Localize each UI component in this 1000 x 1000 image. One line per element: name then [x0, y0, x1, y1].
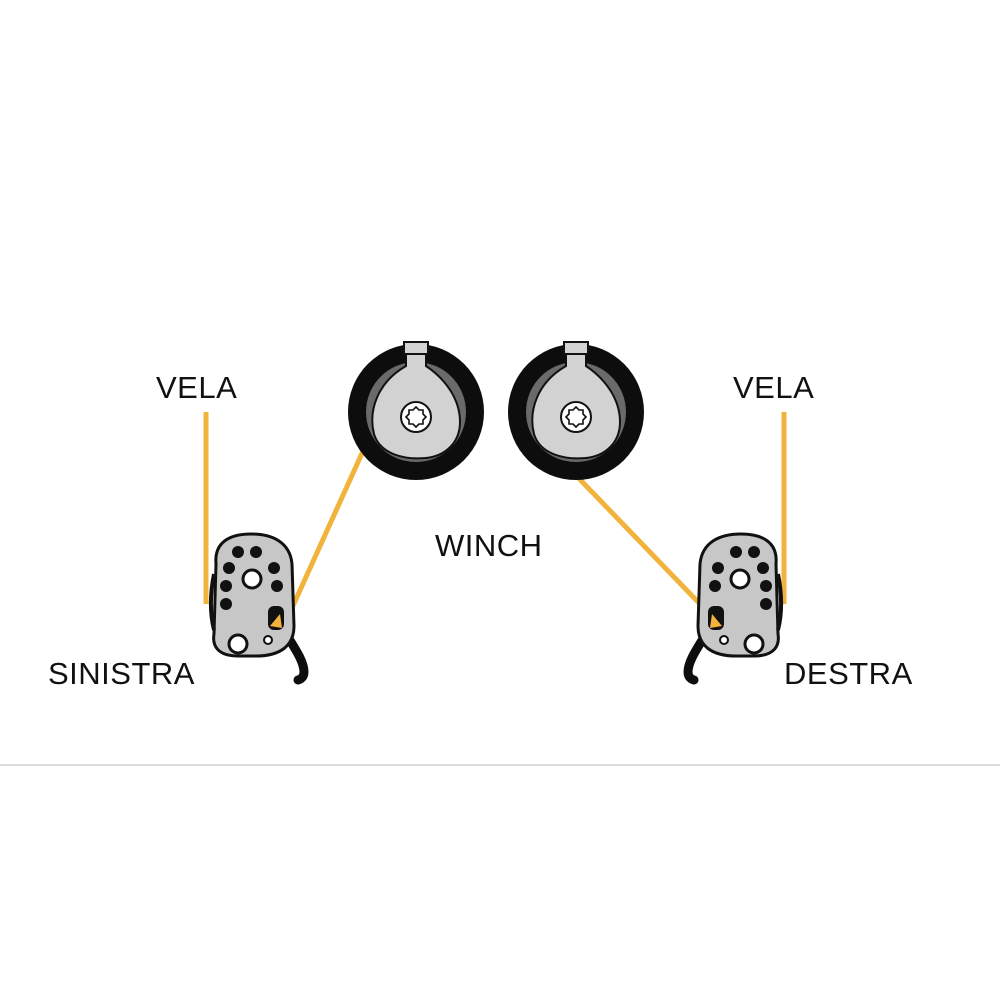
rope-winch-left	[289, 438, 371, 610]
label-destra: DESTRA	[784, 656, 913, 691]
label-vela-right: VELA	[733, 370, 815, 405]
block-sinistra-icon	[211, 534, 304, 680]
label-vela-left: VELA	[156, 370, 238, 405]
label-winch: WINCH	[435, 528, 543, 563]
ropes	[203, 412, 787, 610]
divider-line	[0, 764, 1000, 766]
winch-left-icon	[347, 341, 485, 481]
rope-winch-right	[564, 463, 702, 606]
block-destra-icon	[688, 534, 781, 680]
label-sinistra: SINISTRA	[48, 656, 195, 691]
winch-right-icon	[507, 341, 645, 481]
